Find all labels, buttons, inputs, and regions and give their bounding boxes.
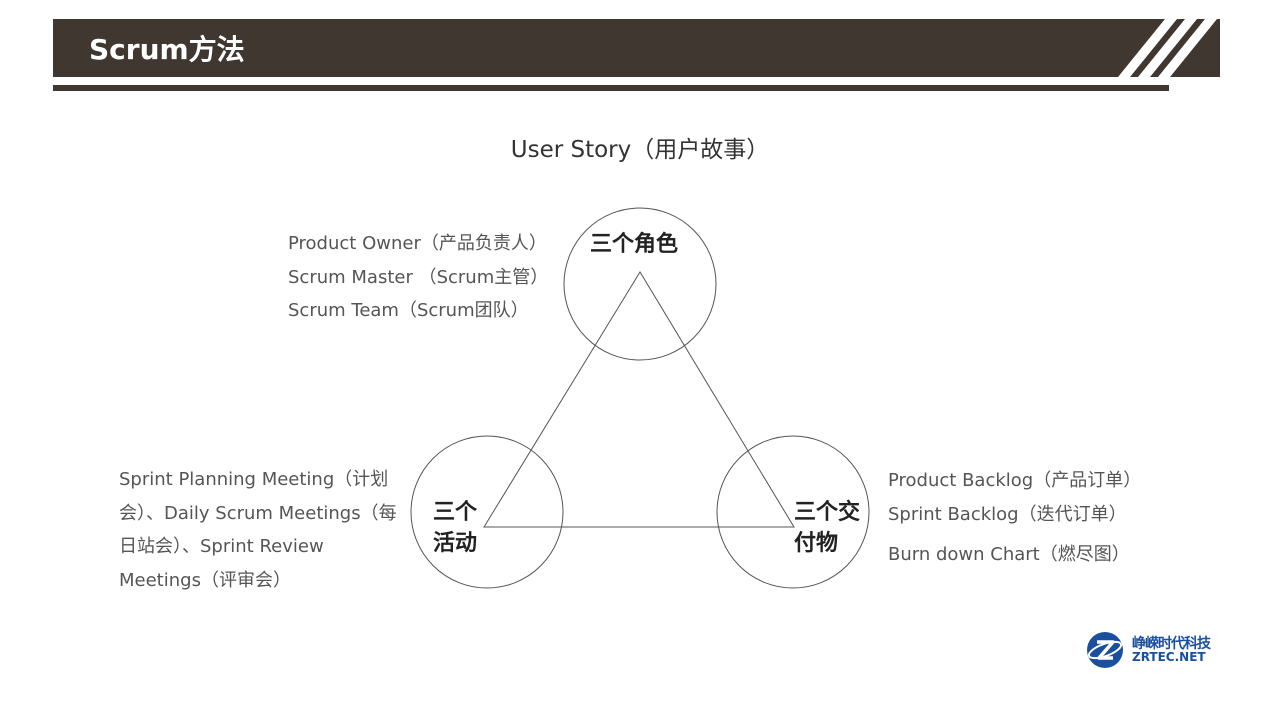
node-label-activities-line1: 三个	[433, 500, 478, 525]
role-item: Scrum Team（Scrum团队）	[288, 300, 529, 321]
header-stripes-decoration	[1118, 19, 1217, 77]
connector-triangle	[483, 271, 795, 528]
node-label-activities: 三个 活动	[433, 497, 477, 559]
stripe-3	[1158, 19, 1217, 77]
node-label-activities-line2: 活动	[433, 531, 478, 556]
activities-description: Sprint Planning Meeting（计划会）、Daily Scrum…	[119, 469, 397, 591]
stripe-2	[1138, 19, 1197, 77]
zrtec-logo-icon	[1087, 632, 1123, 668]
node-circle-deliverables	[716, 435, 870, 589]
node-label-deliverables: 三个交 付物	[794, 497, 860, 559]
stripe-1	[1118, 19, 1177, 77]
company-logo: 峥嵘时代科技 ZRTEC.NET	[1086, 630, 1226, 670]
header-underline	[53, 85, 1169, 91]
node-circle-roles	[563, 207, 717, 361]
node-label-deliverables-line1: 三个交	[794, 500, 861, 525]
diagram-title: User Story（用户故事）	[510, 137, 770, 163]
deliverable-item: Burn down Chart（燃尽图）	[888, 544, 1130, 565]
logo-name-en: ZRTEC.NET	[1132, 650, 1206, 664]
page-title: Scrum方法	[89, 33, 245, 66]
node-label-roles: 三个角色	[590, 232, 679, 257]
deliverable-item: Product Backlog（产品订单）	[888, 470, 1142, 491]
node-circle-activities	[410, 435, 564, 589]
deliverable-item: Sprint Backlog（迭代订单）	[888, 504, 1127, 525]
role-item: Product Owner（产品负责人）	[288, 233, 547, 254]
role-item: Scrum Master （Scrum主管）	[288, 267, 549, 288]
header-bar: Scrum方法	[53, 19, 1220, 77]
logo-name-cn: 峥嵘时代科技	[1132, 636, 1211, 652]
node-label-deliverables-line2: 付物	[794, 531, 839, 556]
